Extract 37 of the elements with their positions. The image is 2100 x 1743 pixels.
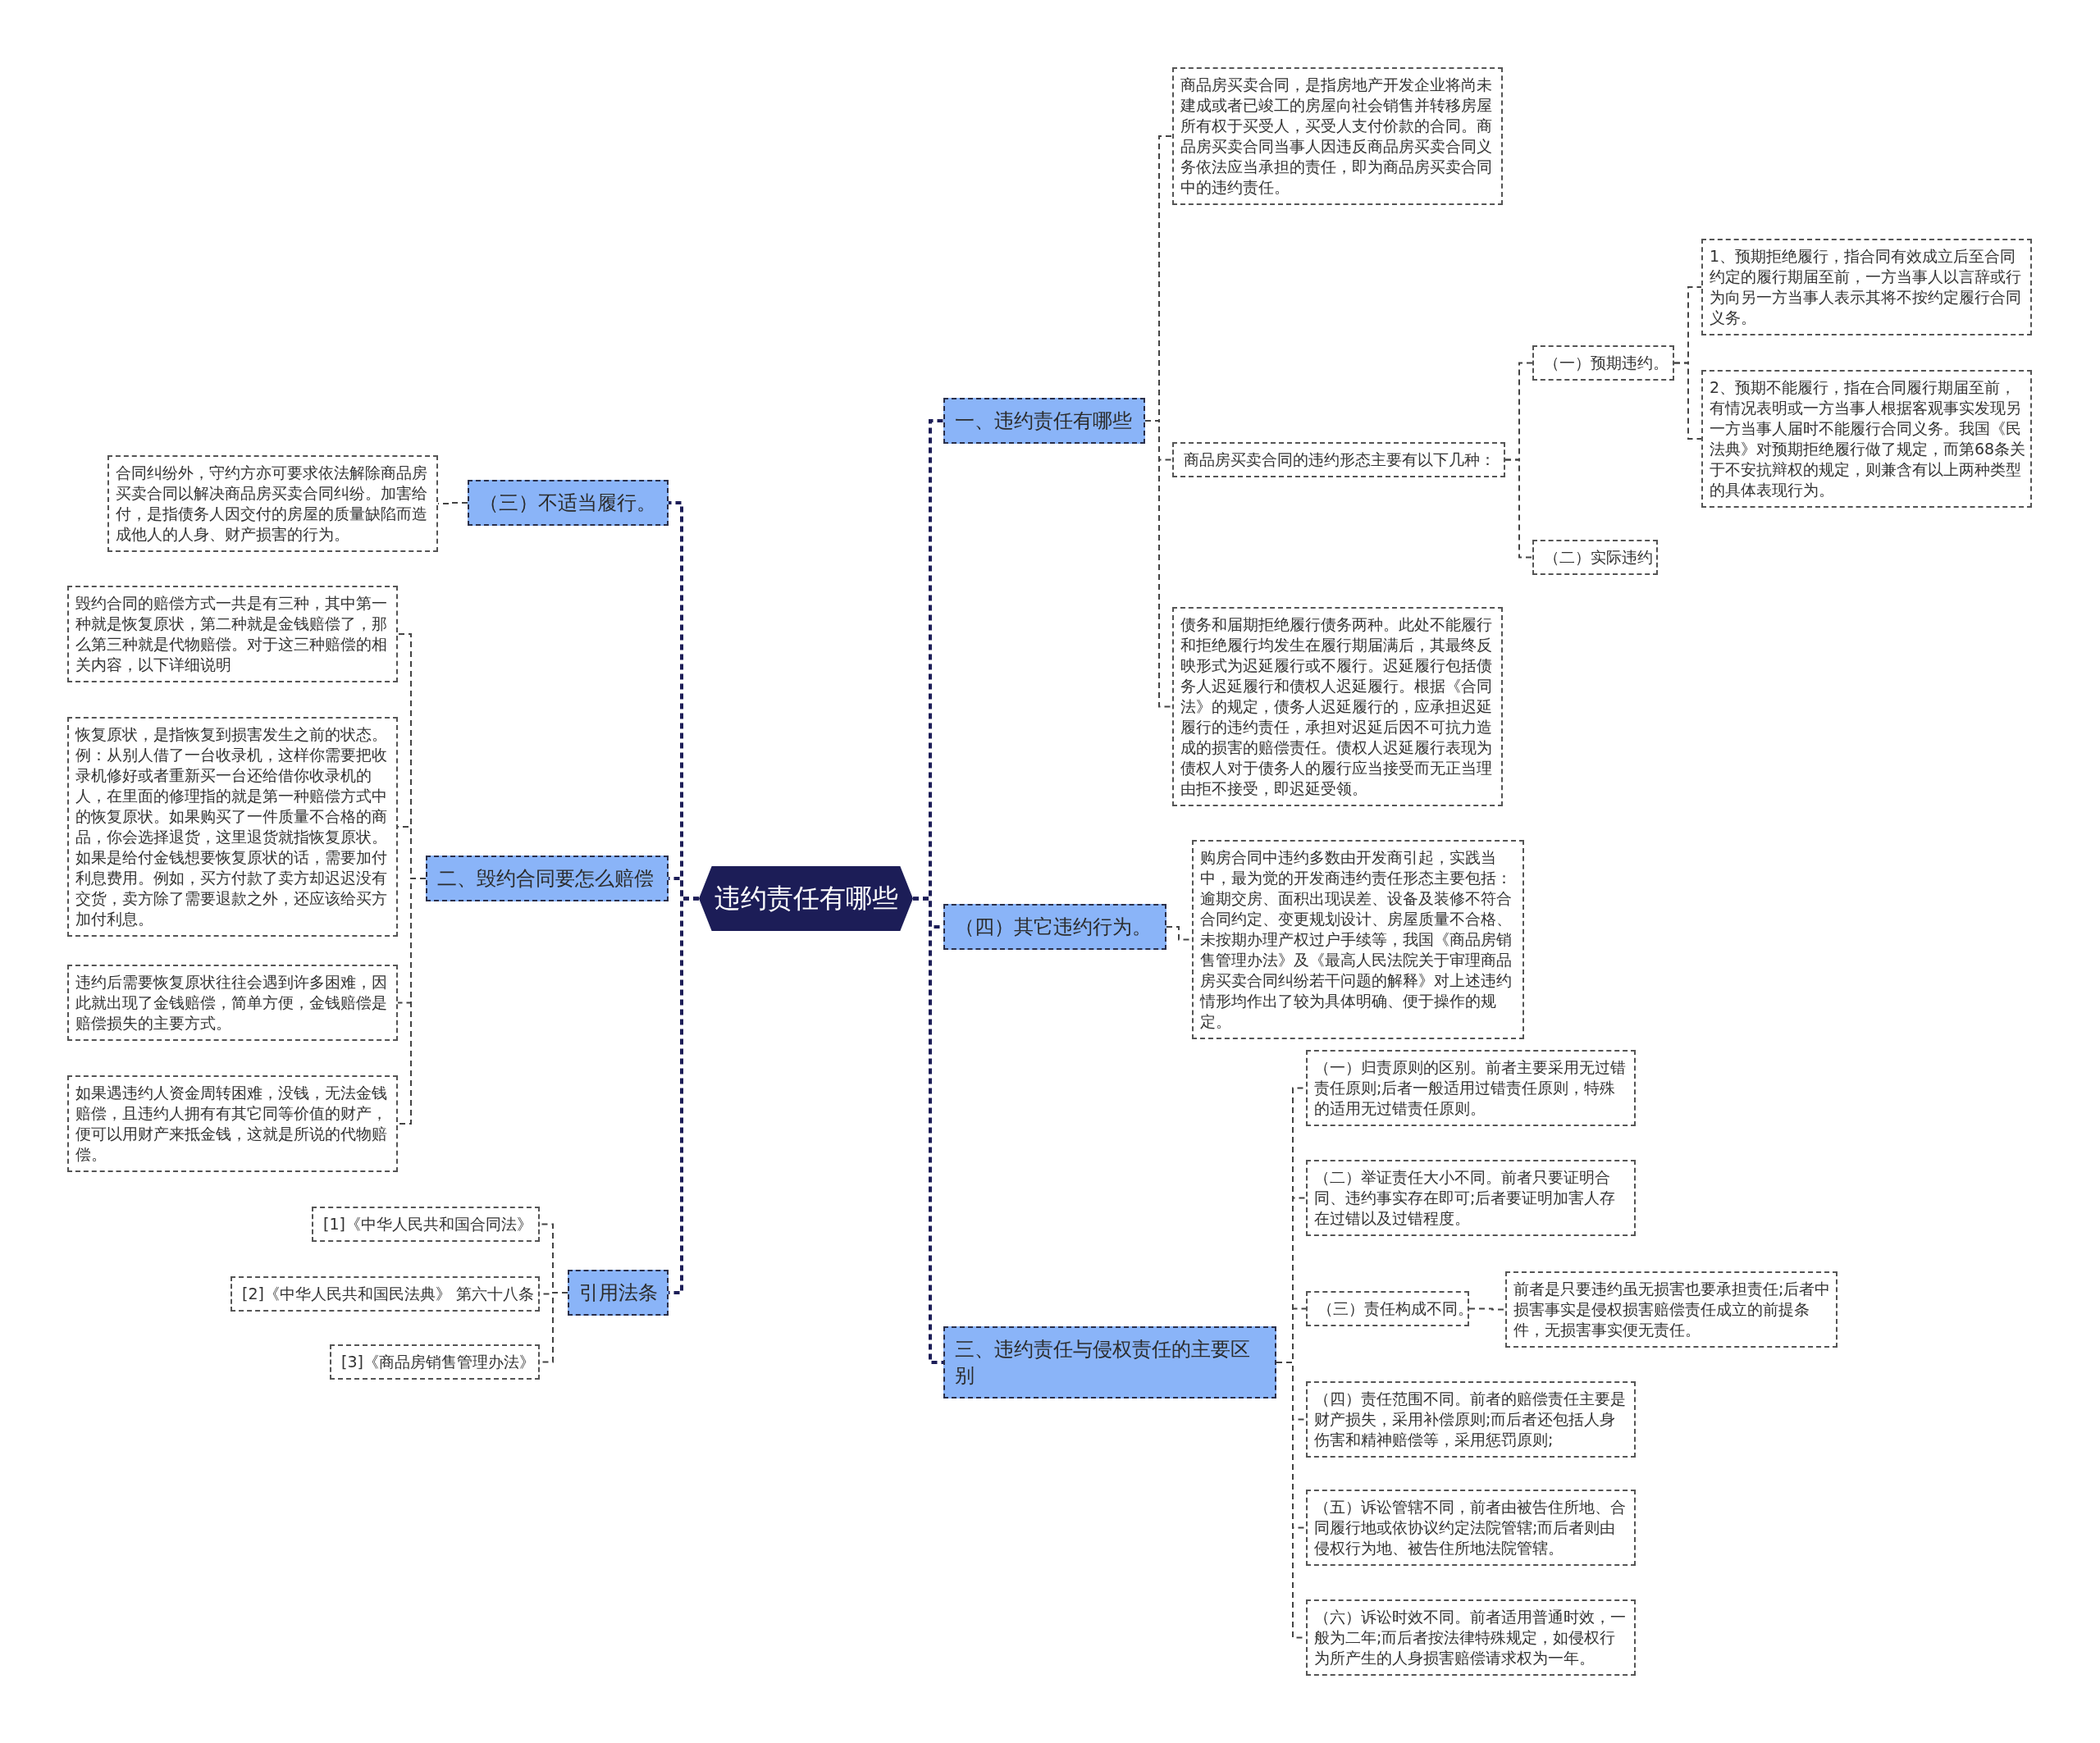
note-box: 商品房买卖合同，是指房地产开发企业将尚未建成或者已竣工的房屋向社会销售并转移房屋所有权于买受人，买受人支付价款的合同。商品房买卖合同当事人因违反商品房买卖合同义务依法应当承担的责任，即为商品房买卖合同中的违约责任。 [1172, 67, 1503, 205]
note-box: （二）举证责任大小不同。前者只要证明合同、违约事实存在即可;后者要证明加害人存在过错以及过错程度。 [1306, 1160, 1636, 1236]
note-box: 如果遇违约人资金周转困难，没钱，无法金钱赔偿，且违约人拥有有其它同等价值的财产，便可以用财产来抵金钱，这就是所说的代物赔偿。 [67, 1075, 398, 1172]
connector-line [397, 878, 427, 1125]
central-topic: 违约责任有哪些 [699, 866, 913, 931]
connector-line [1504, 459, 1533, 559]
connector-line [437, 502, 468, 504]
branch-box: （四）其它违约行为。 [943, 904, 1166, 950]
note-box: 债务和届期拒绝履行债务两种。此处不能履行和拒绝履行均发生在履行期届满后，其最终反映形式为迟延履行或不履行。迟延履行包括债务人迟延履行和债权人迟延履行。根据《合同法》的规定，债务人迟延履行的，应承担迟延履行的违约责任，承担对迟延后因不可抗力造成的损害的赔偿责任。债权人迟延履行表现为债权人对于债务人的履行应当接受而无正当理由拒不接受，即迟延受领。 [1172, 607, 1503, 806]
branch-box: （三）不适当履行。 [468, 480, 669, 526]
subtopic-box: （三）责任构成不同。 [1306, 1291, 1469, 1326]
note-box: （四）责任范围不同。前者的赔偿责任主要是财产损失，采用补偿原则;而后者还包括人身伤害和精神赔偿等，采用惩罚原则; [1306, 1381, 1636, 1458]
connector-line [1673, 362, 1702, 440]
note-box: （一）归责原则的区别。前者主要采用无过错责任原则;后者一般适用过错责任原则，特殊的适用无过错责任原则。 [1306, 1050, 1636, 1126]
connector-line [1468, 1307, 1506, 1311]
branch-box: 一、违约责任有哪些 [943, 398, 1145, 444]
subtopic-box: [2]《中华人民共和国民法典》 第六十八条 [231, 1276, 540, 1312]
note-box: 违约后需要恢复原状往往会遇到许多困难，因此就出现了金钱赔偿，简单方便，金钱赔偿是赔偿损失的主要方式。 [67, 965, 398, 1041]
subtopic-box: 商品房买卖合同的违约形态主要有以下几种： [1172, 442, 1505, 477]
note-box: 2、预期不能履行，指在合同履行期届至前，有情况表明或一方当事人根据客观事实发现另一方当事人届时不能履行合同义务。我国《民法典》对预期拒绝履行做了规定，而第68条关于不安抗辩权的规定，则兼含有以上两种类型的具体表现行为。 [1701, 370, 2032, 508]
note-box: （五）诉讼管辖不同，前者由被告住所地、合同履行地或依协议约定法院管辖;而后者则由侵权行为地、被告住所地法院管辖。 [1306, 1490, 1636, 1566]
subtopic-box: [1]《中华人民共和国合同法》 [312, 1207, 540, 1242]
note-box: 购房合同中违约多数由开发商引起，实践当中，最为觉的开发商违约责任形态主要包括：逾期交房、面积出现误差、设备及装修不符合合同约定、变更规划设计、房屋质量不合格、未按期办理产权过户手续等，我国《商品房销售管理办法》及《最高人民法院关于审理商品房买卖合同纠纷若干问题的解释》对上述违约情形均作出了较为具体明确、便于操作的规定。 [1192, 840, 1524, 1039]
branch-box: 二、毁约合同要怎么赔偿 [426, 856, 669, 901]
note-box: 前者是只要违约虽无损害也要承担责任;后者中损害事实是侵权损害赔偿责任成立的前提条件，无损害事实便无责任。 [1505, 1271, 1838, 1348]
note-box: （六）诉讼时效不同。前者适用普通时效，一般为二年;而后者按法律特殊规定，如侵权行为所产生的人身损害赔偿请求权为一年。 [1306, 1599, 1636, 1676]
subtopic-box: （二）实际违约 [1532, 540, 1658, 575]
subtopic-box: [3]《商品房销售管理办法》 [330, 1344, 540, 1380]
note-box: 毁约合同的赔偿方式一共是有三种，其中第一种就是恢复原状，第二种就是金钱赔偿了，那么第三种就是代物赔偿。对于这三种赔偿的相关内容，以下详细说明 [67, 586, 398, 682]
note-box: 1、预期拒绝履行，指合同有效成立后至合同约定的履行期届至前，一方当事人以言辞或行为向另一方当事人表示其将不按约定履行合同义务。 [1701, 239, 2032, 335]
note-box: 恢复原状，是指恢复到损害发生之前的状态。例：从别人借了一台收录机，这样你需要把收录机修好或者重新买一台还给借你收录机的人，在里面的修理指的就是第一种赔偿方式中的恢复原状。如果购买了一件质量不合格的商品，你会选择退货，这里退货就指恢复原状。如果是给付金钱想要恢复原状的话，需要加付利息费用。例如，买方付款了卖方却迟迟没有交货，卖方除了需要退款之外，还应该给买方加付利息。 [67, 717, 398, 937]
note-box: 合同纠纷外，守约方亦可要求依法解除商品房买卖合同以解决商品房买卖合同纠纷。加害给付，是指债务人因交付的房屋的质量缺陷而造成他人的人身、财产损害的行为。 [107, 455, 438, 552]
branch-box: 三、违约责任与侵权责任的主要区别 [943, 1326, 1276, 1399]
branch-box: 引用法条 [568, 1270, 669, 1316]
connector-line [669, 897, 699, 1294]
connector-line [913, 897, 943, 1364]
subtopic-box: （一）预期违约。 [1532, 345, 1674, 381]
